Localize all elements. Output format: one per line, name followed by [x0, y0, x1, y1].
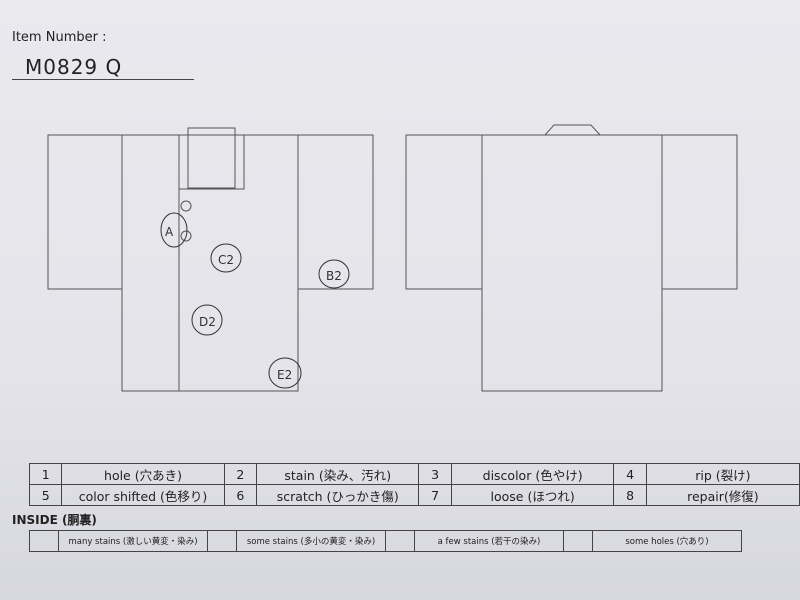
- legend-number: 6: [223, 484, 258, 506]
- legend-number: 3: [418, 463, 452, 485]
- legend-label: discolor (色やけ): [450, 463, 615, 485]
- inside-checkbox-1[interactable]: [29, 530, 59, 552]
- inside-checkbox-3[interactable]: [385, 530, 415, 552]
- mark-circle-a: [160, 212, 188, 248]
- legend-label: rip (裂け): [645, 463, 800, 485]
- mark-circle-e2: [268, 357, 302, 389]
- item-number-underline: [12, 79, 194, 80]
- front-right-sleeve: [297, 134, 374, 290]
- mark-c2: C2: [218, 253, 234, 267]
- mark-circle-b2: [318, 259, 350, 289]
- legend-label: loose (ほつれ): [450, 484, 615, 506]
- front-collar-inner: [187, 127, 236, 189]
- legend-label: hole (穴あき): [61, 463, 225, 485]
- mark-b2: B2: [326, 269, 342, 283]
- legend-number: 5: [28, 484, 63, 506]
- inside-label: INSIDE (胴裏): [12, 513, 97, 527]
- inside-option-label: a few stains (若干の染み): [414, 530, 564, 552]
- item-number-label: Item Number :: [12, 30, 107, 45]
- legend-number: 8: [613, 484, 647, 506]
- button-2: [180, 230, 192, 242]
- mark-circle-c2: [210, 243, 242, 273]
- back-view: [405, 124, 738, 392]
- mark-a: A: [165, 225, 174, 239]
- front-collar-outer: [178, 134, 245, 190]
- damage-legend-table: 1 hole (穴あき) 2 stain (染み、汚れ) 3 discolor …: [28, 463, 800, 506]
- back-body: [481, 134, 663, 392]
- legend-row: 5 color shifted (色移り) 6 scratch (ひっかき傷) …: [28, 484, 800, 506]
- inside-option-label: some stains (多小の黄変・染み): [236, 530, 386, 552]
- inside-condition-table: many stains (激しい黄変・染み) some stains (多小の黄…: [29, 530, 742, 552]
- inside-checkbox-2[interactable]: [207, 530, 237, 552]
- legend-number: 2: [223, 463, 258, 485]
- mark-circle-d2: [191, 304, 223, 336]
- legend-number: 7: [418, 484, 452, 506]
- mark-d2: D2: [199, 315, 216, 329]
- legend-label: color shifted (色移り): [61, 484, 225, 506]
- front-left-sleeve: [47, 134, 123, 290]
- front-view: [47, 127, 374, 392]
- legend-number: 1: [28, 463, 63, 485]
- back-collar: [544, 124, 601, 136]
- back-left-sleeve: [405, 134, 483, 290]
- legend-row: 1 hole (穴あき) 2 stain (染み、汚れ) 3 discolor …: [28, 463, 800, 485]
- legend-label: stain (染み、汚れ): [256, 463, 420, 485]
- inside-checkbox-4[interactable]: [563, 530, 593, 552]
- legend-number: 4: [613, 463, 647, 485]
- inside-option-label: many stains (激しい黄変・染み): [58, 530, 208, 552]
- legend-label: repair(修復): [645, 484, 800, 506]
- item-number-value: M0829 Q: [25, 55, 123, 79]
- inside-option-label: some holes (穴あり): [592, 530, 742, 552]
- inside-row: many stains (激しい黄変・染み) some stains (多小の黄…: [29, 530, 742, 552]
- legend-label: scratch (ひっかき傷): [256, 484, 420, 506]
- mark-e2: E2: [277, 368, 292, 382]
- button-1: [180, 200, 192, 212]
- front-body: [121, 134, 299, 392]
- back-right-sleeve: [661, 134, 738, 290]
